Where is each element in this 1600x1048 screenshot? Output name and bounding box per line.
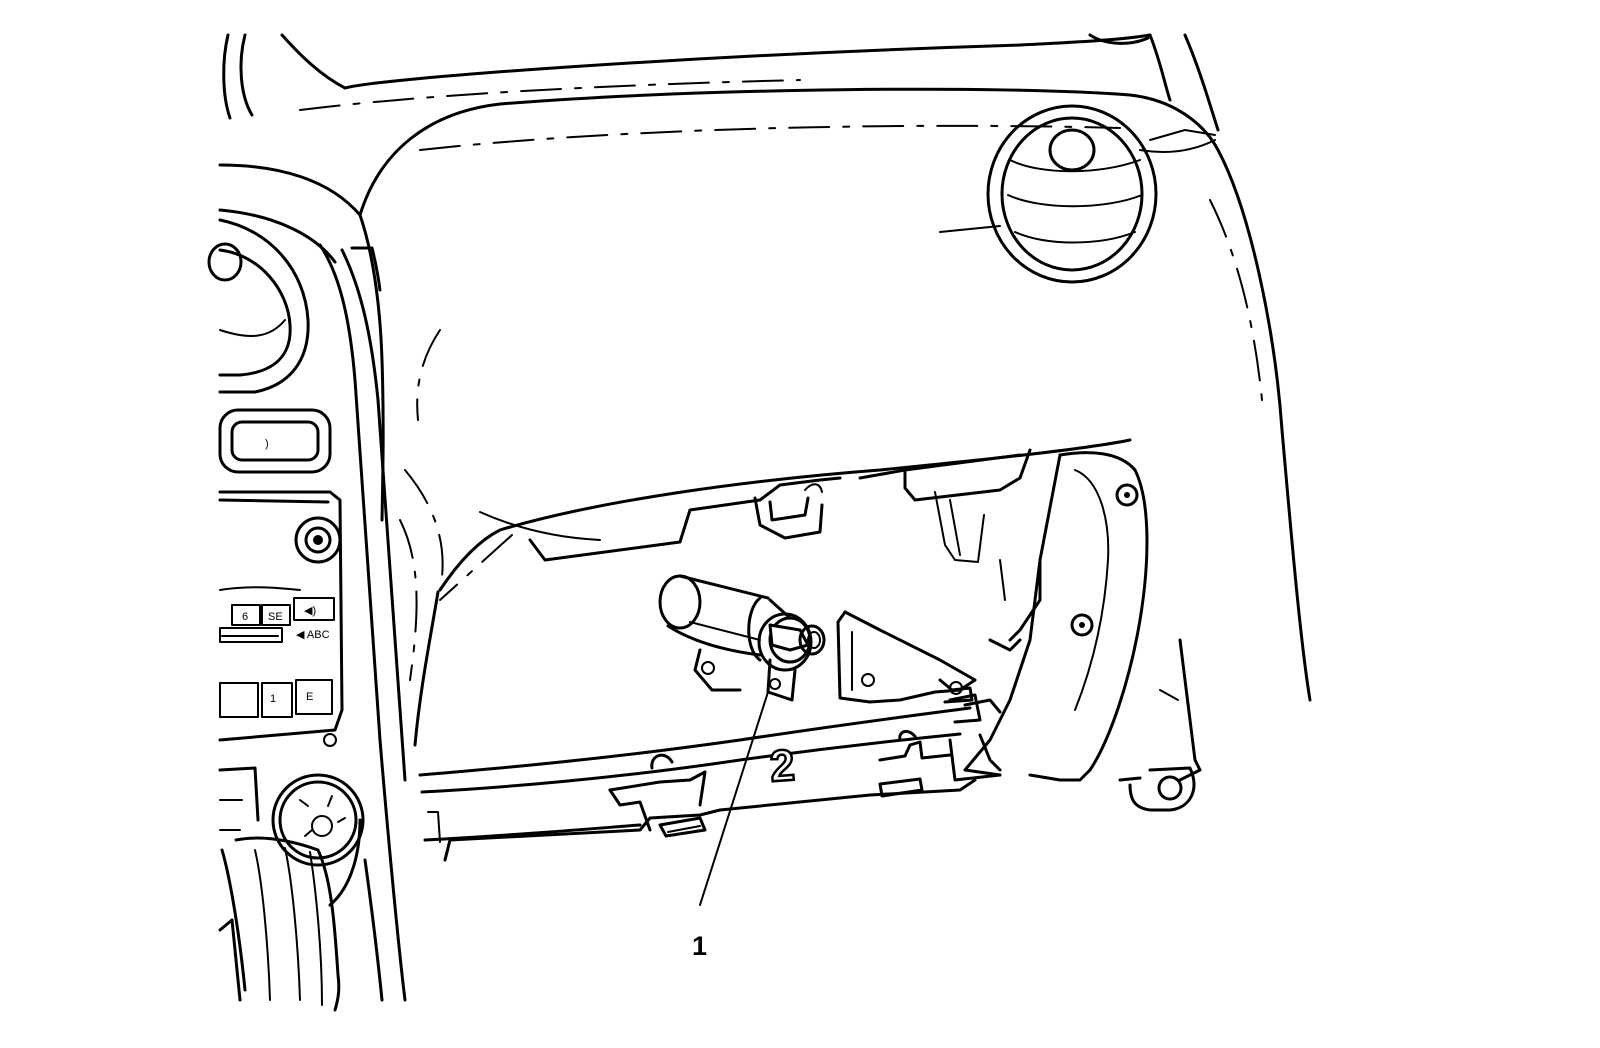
radio-volume-label: ◀) [304, 605, 316, 617]
callout-1-leader [699, 691, 769, 906]
panel-marking-2: 2 [768, 741, 796, 792]
latch-bracket [836, 610, 977, 704]
center-stack: ) 6 SE ◀) ◀ ABC 1 E [207, 218, 365, 907]
radio-preset-e: E [306, 691, 313, 703]
glove-box-lock-cylinder [658, 574, 826, 702]
radio-preset-se: SE [268, 611, 283, 623]
lower-trim-rail [418, 693, 1002, 862]
radio-abc-label: ◀ ABC [296, 629, 330, 641]
air-vent-right [939, 104, 1158, 284]
upper-dash-outline [218, 33, 1312, 702]
radio-preset-6: 6 [242, 611, 248, 623]
radio-preset-1: 1 [270, 693, 276, 705]
callout-1: 1 [692, 691, 769, 961]
right-end-cap [963, 451, 1202, 812]
left-trim-strip [318, 243, 407, 1002]
radio-power-glyph: ) [265, 438, 269, 450]
glove-box-opening [399, 438, 1132, 747]
callout-1-label: 1 [692, 931, 707, 961]
panel-marking: 2 [767, 739, 797, 792]
shift-lever [218, 836, 341, 1012]
